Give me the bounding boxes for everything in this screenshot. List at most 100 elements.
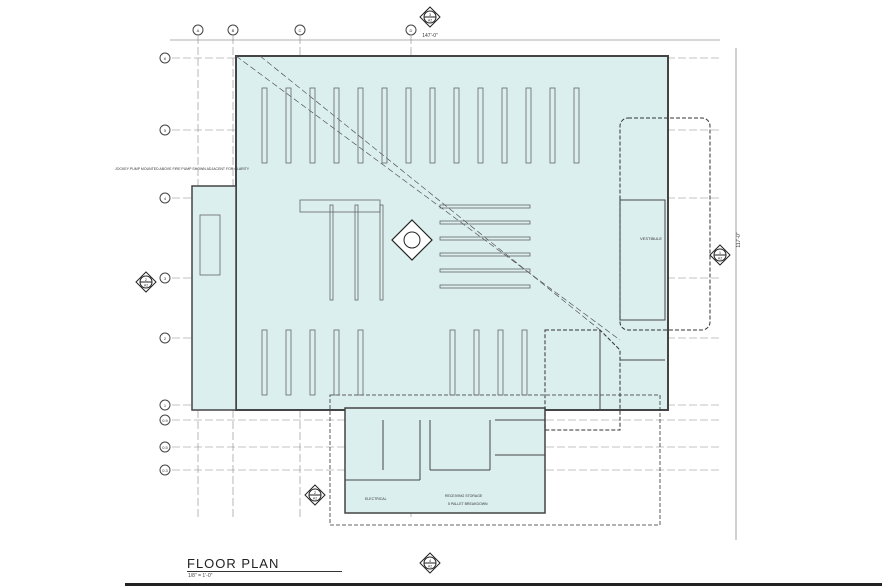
grid-col-label: B: [232, 28, 235, 33]
grid-row-bubble: [159, 332, 171, 344]
shelf-rack: [381, 87, 388, 164]
fire-pump-room: [191, 185, 237, 411]
section-number: 2: [145, 277, 148, 282]
checkout-area: [299, 199, 381, 213]
grid-labels: 6 5 4 3 2 1 0.9 0.5 0.3 A B C D: [159, 24, 417, 476]
shelf-rack: [429, 87, 436, 164]
grid-row-bubble: [159, 124, 171, 136]
shelf-rack: [261, 87, 268, 164]
grid-col-label: A: [197, 28, 200, 33]
shelf-rack: [439, 268, 531, 273]
shelf-rack: [439, 236, 531, 241]
shelf-rack: [329, 204, 334, 301]
shelf-rack: [453, 87, 460, 164]
canopy-outline: [619, 117, 711, 331]
back-of-house: [344, 407, 546, 514]
electrical-label: ELECTRICAL: [365, 497, 387, 501]
jockey-pump-note: JOCKEY PUMP MOUNTED ABOVE FIRE PUMP SHOW…: [115, 167, 250, 171]
grid-col-label: C: [299, 28, 302, 33]
grid-row-label: 2: [164, 336, 167, 341]
section-number: 1: [719, 250, 722, 255]
shelf-rack: [333, 87, 340, 164]
shelf-rack: [285, 329, 292, 396]
diagonal-reference: [235, 55, 621, 341]
fire-pump-equipment: [199, 214, 221, 276]
sales-floor: [235, 55, 669, 411]
shelf-rack: [439, 284, 531, 289]
overall-depth-dimension: 117'-0": [736, 232, 742, 247]
shelf-rack: [525, 87, 532, 164]
overall-width-dimension: 147'-0": [422, 33, 438, 39]
loading-outline: [544, 329, 621, 431]
shelf-rack: [501, 87, 508, 164]
shelf-rack: [497, 329, 504, 396]
grid-col-bubble: [192, 24, 204, 36]
section-number: 2: [314, 490, 317, 495]
shelf-rack: [521, 329, 528, 396]
grid-row-bubble: [159, 414, 171, 426]
section-marker[interactable]: 2A2: [135, 271, 157, 293]
title-rule: [125, 583, 882, 586]
section-marker[interactable]: 4A2: [419, 552, 441, 574]
shelf-rack: [354, 204, 359, 301]
section-sheet: A2: [428, 19, 432, 23]
addition-outline: [329, 394, 661, 526]
shelf-rack: [405, 87, 412, 164]
shelf-rack: [477, 87, 484, 164]
grid-col-bubble: [227, 24, 239, 36]
shelf-rack: [379, 204, 384, 301]
shelf-rack: [439, 252, 531, 257]
vestibule-label: VESTIBULE: [640, 236, 662, 241]
section-number: 3: [429, 12, 432, 17]
shelf-rack: [309, 87, 316, 164]
section-sheet: A2: [144, 284, 148, 288]
section-sheet: A2: [428, 565, 432, 569]
grid-row-label: 6: [164, 56, 167, 61]
grid-row-label: 0.3: [162, 468, 168, 473]
partitions: [345, 330, 665, 481]
section-marker[interactable]: 1A2: [709, 244, 731, 266]
section-number: 4: [429, 558, 432, 563]
section-marker-diamond[interactable]: [391, 219, 433, 261]
pallet-label: 5 PALLET BREAKDOWN: [448, 502, 488, 506]
grid-row-label: 0.9: [162, 418, 168, 423]
shelf-rack: [573, 87, 580, 164]
section-sheet: A2: [313, 497, 317, 501]
shelf-rack: [549, 87, 556, 164]
section-sheet: A2: [718, 257, 722, 261]
shelf-rack: [449, 329, 456, 396]
shelf-rack: [285, 87, 292, 164]
diagonal-reference: [259, 55, 601, 331]
shelf-rack: [357, 329, 364, 396]
grid-row-bubble: [159, 272, 171, 284]
grid-row-label: 1: [164, 403, 167, 408]
shelf-rack: [473, 329, 480, 396]
grid-row-bubble: [159, 464, 171, 476]
grid-row-bubble: [159, 52, 171, 64]
shelf-rack: [439, 204, 531, 209]
grid-col-bubble: [294, 24, 306, 36]
drawing-scale: 1/8" = 1'-0": [188, 573, 213, 579]
grid-row-label: 5: [164, 128, 167, 133]
grid-col-bubble: [405, 24, 417, 36]
grid-row-label: 4: [164, 196, 167, 201]
drawing-title: FLOOR PLAN: [187, 557, 342, 572]
shelf-rack: [333, 329, 340, 396]
shelf-rack: [261, 329, 268, 396]
section-marker[interactable]: 3A2: [419, 6, 441, 28]
store-fixtures: [199, 87, 580, 396]
grid-col-label: D: [410, 28, 413, 33]
shelf-rack: [357, 87, 364, 164]
section-marker[interactable]: 2A2: [304, 484, 326, 506]
receiving-label: RECEIVING STORAGE: [445, 494, 483, 498]
grid-row-bubble: [159, 441, 171, 453]
grid-row-bubble: [159, 192, 171, 204]
vestibule-room: [619, 199, 666, 321]
shelf-rack: [439, 220, 531, 225]
grid-row-label: 3: [164, 276, 167, 281]
shelf-rack: [309, 329, 316, 396]
grid-row-bubble: [159, 399, 171, 411]
grid-row-label: 0.5: [162, 445, 168, 450]
